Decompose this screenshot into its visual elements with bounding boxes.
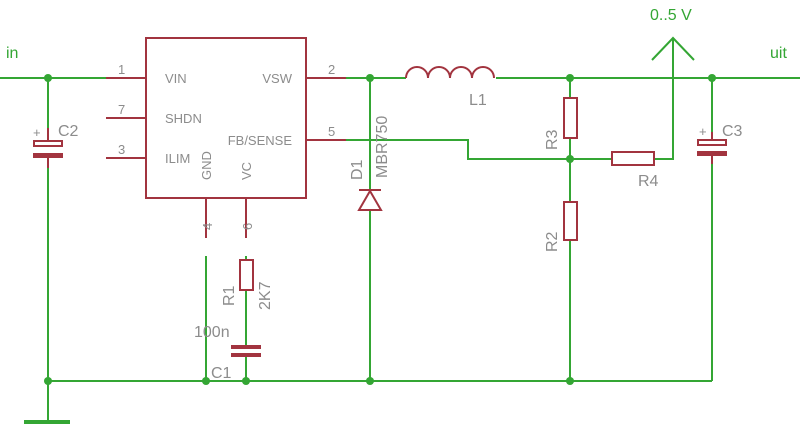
resistor-r3: R3 — [544, 97, 578, 150]
junction-dot — [44, 377, 52, 385]
pin-name-vc: VC — [239, 162, 254, 180]
regulator-ic: 1 7 3 2 5 4 6 VIN SHDN ILIM VSW FB/SENSE… — [106, 37, 346, 238]
capacitor-c1: 100n C1 — [194, 324, 261, 382]
l1-coil — [405, 66, 495, 79]
r3-ref: R3 — [544, 129, 561, 150]
c3-plate-negative — [697, 151, 727, 156]
r3-body — [563, 97, 578, 139]
pin-number-ilim: 3 — [118, 142, 125, 157]
d1-triangle — [357, 189, 383, 211]
r4-body — [611, 151, 655, 166]
pin-number-fb: 5 — [328, 124, 335, 139]
pin-name-vin: VIN — [165, 71, 187, 86]
pin-number-vin: 1 — [118, 62, 125, 77]
resistor-r1: R1 2K7 — [221, 259, 274, 310]
d1-value: MBR750 — [374, 116, 391, 178]
pin-name-shdn: SHDN — [165, 111, 202, 126]
pin-number-vc: 6 — [240, 223, 255, 230]
resistor-r4: R4 — [611, 151, 659, 190]
pin-name-gnd: GND — [199, 151, 214, 180]
junctions — [44, 74, 716, 385]
r1-body — [239, 259, 254, 291]
c3-ref: C3 — [722, 123, 743, 140]
c1-plate — [231, 353, 261, 357]
d1-ref: D1 — [349, 159, 366, 180]
r2-ref: R2 — [544, 231, 561, 252]
junction-dot — [708, 74, 716, 82]
l1-ref: L1 — [469, 92, 487, 109]
r2-body — [563, 201, 578, 241]
wire-r4-to-control — [654, 38, 674, 160]
pin-number-vsw: 2 — [328, 62, 335, 77]
net-label-control: 0..5 V — [650, 7, 692, 24]
junction-dot — [44, 74, 52, 82]
pin-name-fb: FB/SENSE — [228, 133, 293, 148]
control-arrow-symbol — [651, 36, 695, 61]
diode-d1: D1 MBR750 — [349, 116, 391, 211]
junction-dot — [242, 377, 250, 385]
c1-value: 100n — [194, 324, 230, 341]
inductor-l1: L1 — [405, 66, 495, 109]
junction-dot — [566, 74, 574, 82]
c2-plate-positive — [33, 140, 63, 147]
r1-value: 2K7 — [257, 281, 274, 310]
wires — [0, 36, 800, 424]
junction-dot — [566, 155, 574, 163]
pin-name-vsw: VSW — [262, 71, 292, 86]
wire-fb-net — [306, 139, 612, 160]
resistor-r2: R2 — [544, 201, 578, 252]
c2-ref: C2 — [58, 123, 79, 140]
c1-plate — [231, 345, 261, 349]
junction-dot — [366, 377, 374, 385]
c1-ref: C1 — [211, 365, 232, 382]
c3-polarity: + — [699, 124, 707, 139]
r1-ref: R1 — [221, 285, 238, 306]
c3-plate-positive — [697, 139, 727, 146]
r4-ref: R4 — [638, 173, 659, 190]
capacitor-c3: + C3 — [697, 123, 743, 164]
junction-dot — [202, 377, 210, 385]
junction-dot — [366, 74, 374, 82]
pin-name-ilim: ILIM — [165, 151, 190, 166]
net-label-output: uit — [770, 45, 787, 62]
c2-plate-negative — [33, 153, 63, 158]
pin-number-shdn: 7 — [118, 102, 125, 117]
capacitor-c2: + C2 — [33, 123, 79, 168]
pin-number-gnd: 4 — [200, 223, 215, 230]
junction-dot — [566, 377, 574, 385]
net-label-input: in — [6, 45, 18, 62]
c2-polarity: + — [33, 125, 41, 140]
